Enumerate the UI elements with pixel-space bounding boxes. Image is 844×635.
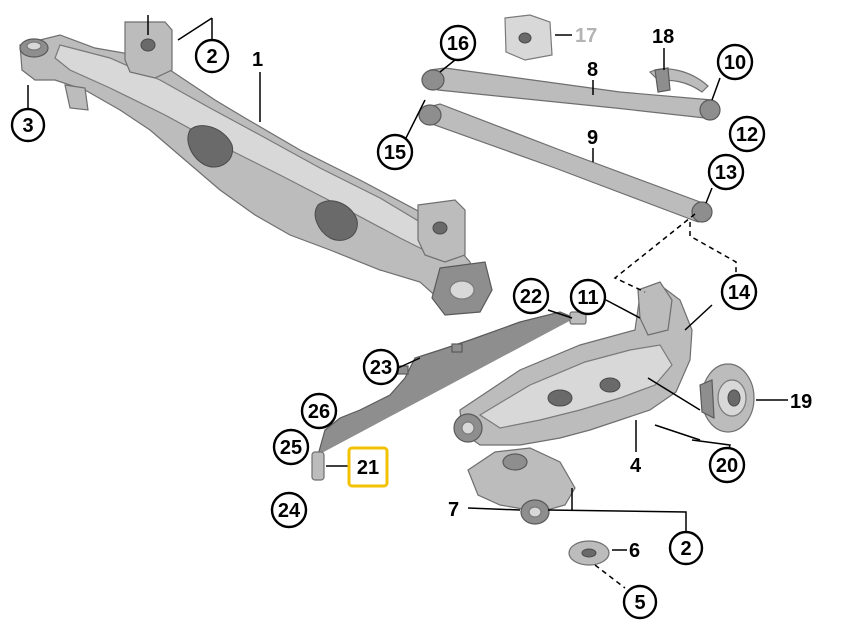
- svg-text:14: 14: [728, 282, 751, 304]
- svg-text:11: 11: [577, 287, 598, 309]
- callout-13: 13: [707, 153, 745, 191]
- svg-text:2: 2: [206, 46, 217, 68]
- callout-4: 4: [630, 455, 642, 477]
- svg-text:13: 13: [715, 162, 737, 184]
- wheel-carrier-part: [453, 281, 693, 446]
- callout-16: 16: [439, 24, 477, 62]
- callout-23: 23: [362, 348, 400, 386]
- bracket-part: [648, 67, 709, 93]
- buffer-block-part: [504, 14, 553, 61]
- svg-text:26: 26: [308, 401, 330, 423]
- callout-2-upper: 2: [194, 38, 230, 74]
- callout-10: 10: [716, 43, 754, 81]
- svg-text:20: 20: [716, 455, 738, 477]
- callout-24: 24: [270, 491, 308, 529]
- callout-12: 12: [728, 115, 766, 153]
- washer-part: [568, 540, 610, 566]
- callout-26: 26: [300, 392, 338, 430]
- callout-1: 1: [252, 49, 263, 71]
- callout-25: 25: [272, 428, 310, 466]
- svg-text:10: 10: [724, 52, 746, 74]
- wheel-hub-part: [699, 363, 755, 433]
- callout-21-highlighted[interactable]: 21: [347, 446, 389, 488]
- leader-lines: [27, 15, 788, 589]
- svg-text:25: 25: [280, 437, 302, 459]
- callout-17: 17: [575, 25, 597, 47]
- callout-14: 14: [720, 273, 758, 311]
- sensor-cable-part: [311, 311, 587, 481]
- svg-text:24: 24: [278, 500, 301, 522]
- callout-20: 20: [708, 446, 746, 484]
- svg-text:21: 21: [357, 457, 379, 479]
- spring-seat-part: [467, 447, 576, 525]
- svg-text:3: 3: [22, 115, 33, 137]
- callout-7: 7: [448, 499, 459, 521]
- svg-text:5: 5: [634, 592, 645, 614]
- svg-text:12: 12: [736, 124, 758, 146]
- svg-text:16: 16: [447, 33, 469, 55]
- callout-22: 22: [512, 277, 550, 315]
- callout-6: 6: [629, 540, 640, 562]
- callout-19: 19: [790, 391, 812, 413]
- svg-text:22: 22: [520, 286, 542, 308]
- control-arm-lower-part: [418, 103, 713, 223]
- callout-3: 3: [10, 107, 46, 143]
- svg-text:2: 2: [680, 538, 691, 560]
- callout-5: 5: [622, 584, 658, 620]
- control-arm-upper-part: [421, 67, 721, 121]
- callout-18: 18: [652, 26, 674, 48]
- callout-labels: 1 2 2 3 4 5 6 7 8 9: [10, 24, 812, 620]
- callout-9: 9: [587, 127, 598, 149]
- axle-carrier-part: [19, 21, 493, 316]
- svg-text:23: 23: [370, 357, 392, 379]
- callout-15: 15: [376, 133, 414, 171]
- callout-8: 8: [587, 59, 598, 81]
- callout-11: 11: [569, 278, 607, 316]
- svg-text:15: 15: [384, 142, 406, 164]
- callout-2-lower: 2: [668, 530, 704, 566]
